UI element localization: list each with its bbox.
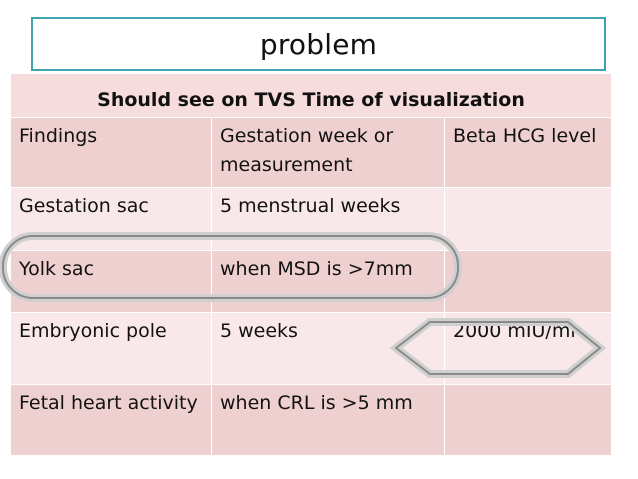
table-cell [443,187,613,251]
slide-title-box: problem [31,17,606,71]
table-cell: Gestation week or measurement [211,117,445,188]
table-cell: Findings [10,117,212,188]
table-cell: when CRL is >5 mm [211,384,445,456]
table-cell: 2000 mIU/ml [443,312,613,385]
table-cell: Yolk sac [10,250,212,313]
visualization-table: Should see on TVS Time of visualization … [9,73,613,456]
table-cell: 5 menstrual weeks [211,187,445,251]
table-cell: Beta HCG level [443,117,613,188]
slide-title: problem [259,27,378,61]
table-row: Gestation sac 5 menstrual weeks [10,187,613,251]
table-row: Yolk sac when MSD is >7mm [10,250,613,313]
table-cell: Fetal heart activity [10,384,212,456]
table-cell: 5 weeks [211,312,445,385]
table-row: Embryonic pole 5 weeks 2000 mIU/ml [10,312,613,385]
table-cell: Embryonic pole [10,312,212,385]
table-cell [443,250,613,313]
table-cell [443,384,613,456]
table-cell: when MSD is >7mm [211,250,445,313]
table-row: Findings Gestation week or measurement B… [10,117,613,188]
table-header-row: Should see on TVS Time of visualization [9,73,613,118]
table-row: Fetal heart activity when CRL is >5 mm [10,384,613,456]
table-header: Should see on TVS Time of visualization [9,73,613,118]
table-cell: Gestation sac [10,187,212,251]
